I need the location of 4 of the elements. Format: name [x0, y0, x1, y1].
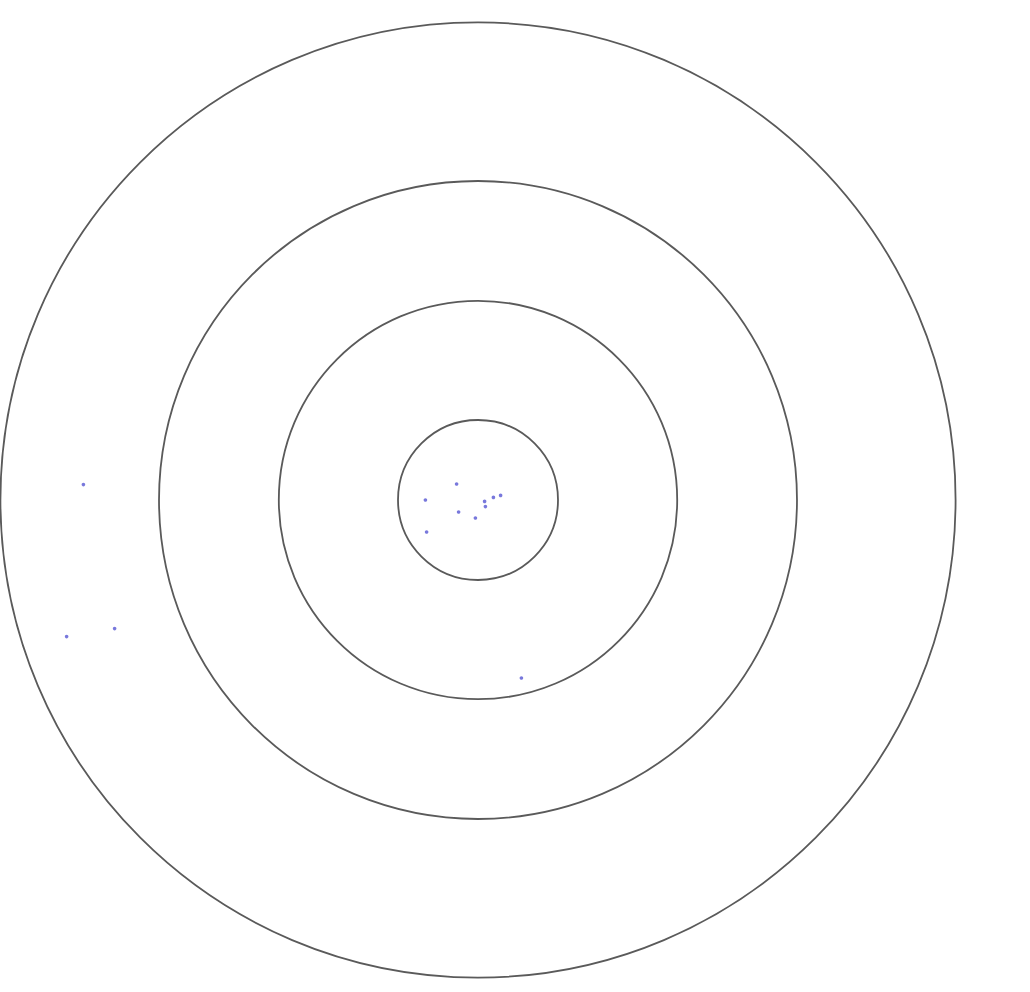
circle-outline: [158, 180, 798, 820]
circle-outline: [0, 21, 957, 979]
circle-outline: [397, 419, 559, 581]
circle-outline: [277, 299, 679, 701]
